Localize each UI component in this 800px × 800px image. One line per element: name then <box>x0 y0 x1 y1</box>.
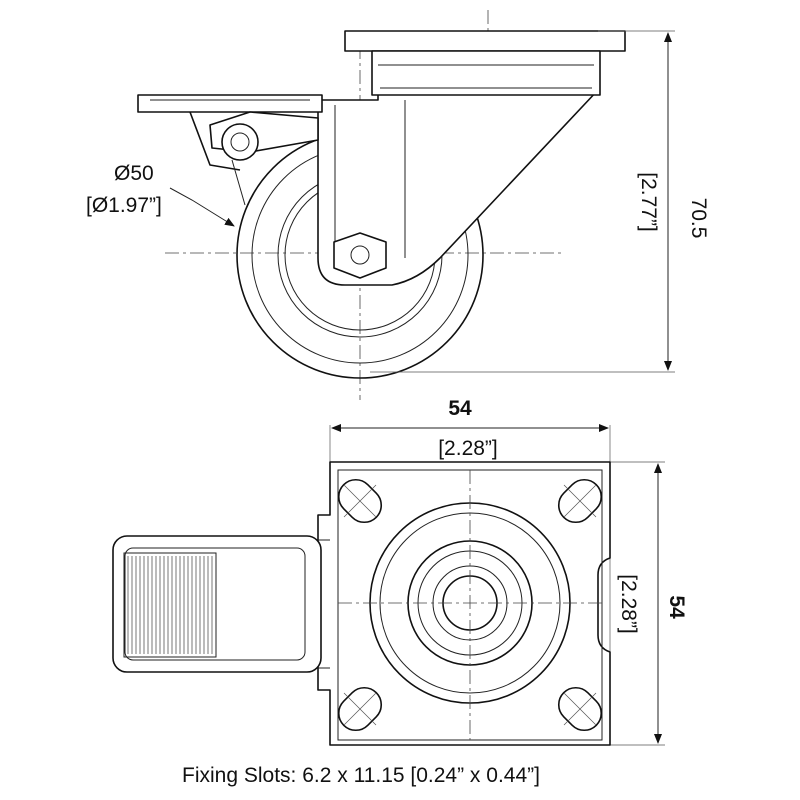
plate-depth-label: 54 <box>665 595 688 619</box>
fixing-slot-bottom-right <box>557 686 603 732</box>
brake-lever <box>137 94 323 206</box>
plate-width-inch-label: [2.28”] <box>438 437 498 460</box>
top-mounting-plate <box>344 30 626 52</box>
side-view: Ø50 [Ø1.97”] 70.5 [2.77”] <box>86 10 710 400</box>
plate-width-label: 54 <box>448 397 472 420</box>
fixing-slots-note: Fixing Slots: 6.2 x 11.15 [0.24” x 0.44”… <box>182 764 540 787</box>
wheel-diameter-leader <box>169 187 235 227</box>
brake-pedal <box>112 535 322 673</box>
swivel-fork <box>317 77 599 286</box>
fixing-slot-top-right <box>557 478 603 524</box>
fixing-slot-bottom-left <box>337 686 383 732</box>
axle-nut <box>333 232 387 279</box>
height-label: 70.5 <box>687 198 710 239</box>
mounting-plate <box>317 461 611 746</box>
top-view: 54 [2.28”] 54 [2.28”] <box>112 397 688 746</box>
wheel-diameter-inch-label: [Ø1.97”] <box>86 194 162 217</box>
plate-depth-inch-label: [2.28”] <box>617 574 640 634</box>
fixing-slot-top-left <box>337 478 383 524</box>
height-inch-label: [2.77”] <box>637 172 660 232</box>
wheel-diameter-label: Ø50 <box>114 162 154 185</box>
